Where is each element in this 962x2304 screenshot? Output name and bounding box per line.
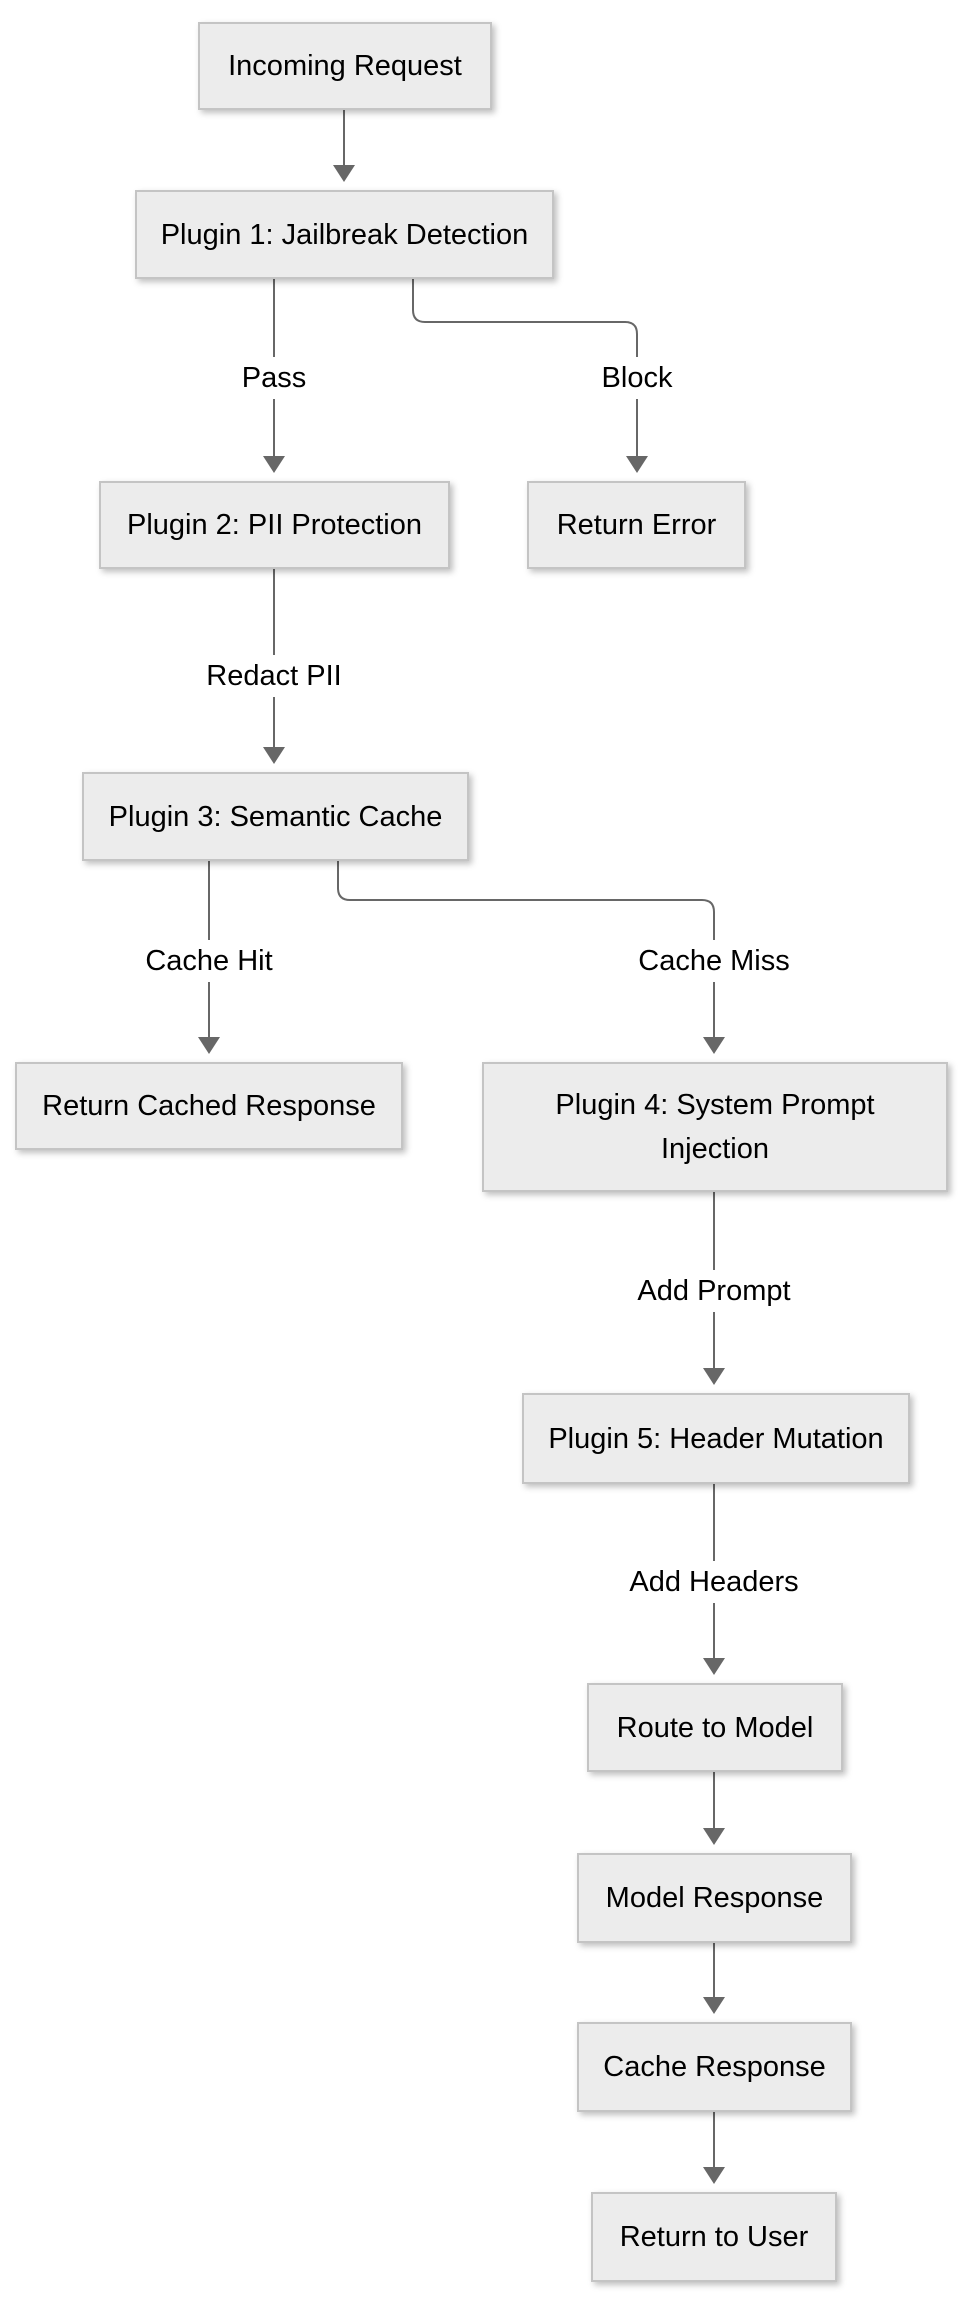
edge-plugin3-to-plugin4 [337, 861, 715, 1037]
edge-label-block: Block [593, 357, 681, 399]
node-model-response: Model Response [577, 1853, 852, 1943]
arrowhead-into-plugin5 [703, 1368, 725, 1385]
arrowhead-into-plugin1 [333, 165, 355, 182]
arrowhead-into-model-response [703, 1828, 725, 1845]
node-route-to-model: Route to Model [587, 1683, 843, 1772]
edge-label-redact-pii: Redact PII [198, 655, 350, 697]
node-plugin5-header-mutation: Plugin 5: Header Mutation [522, 1393, 910, 1484]
node-plugin3-semantic-cache: Plugin 3: Semantic Cache [82, 772, 469, 861]
arrowhead-into-return-user [703, 2167, 725, 2184]
node-return-error: Return Error [527, 481, 746, 569]
node-return-to-user: Return to User [591, 2192, 837, 2282]
edge-label-cache-miss: Cache Miss [630, 940, 798, 982]
edge-label-add-prompt: Add Prompt [629, 1270, 799, 1312]
edge-label-cache-hit: Cache Hit [137, 940, 281, 982]
arrowhead-into-return-error [626, 456, 648, 473]
edge-label-add-headers: Add Headers [621, 1561, 807, 1603]
arrowhead-into-cache-response [703, 1997, 725, 2014]
node-plugin1-jailbreak-detection: Plugin 1: Jailbreak Detection [135, 190, 554, 279]
node-cache-response: Cache Response [577, 2022, 852, 2112]
node-plugin2-pii-protection: Plugin 2: PII Protection [99, 481, 450, 569]
arrowhead-into-plugin4 [703, 1037, 725, 1054]
edge-label-pass: Pass [233, 357, 315, 399]
arrowhead-into-plugin3 [263, 747, 285, 764]
arrowhead-into-return-cached [198, 1037, 220, 1054]
edge-plugin1-to-return-error [412, 279, 638, 456]
node-return-cached-response: Return Cached Response [15, 1062, 403, 1150]
arrowhead-into-route [703, 1658, 725, 1675]
node-incoming-request: Incoming Request [198, 22, 492, 110]
arrowhead-into-plugin2 [263, 456, 285, 473]
node-plugin4-system-prompt-injection: Plugin 4: System Prompt Injection [482, 1062, 948, 1192]
